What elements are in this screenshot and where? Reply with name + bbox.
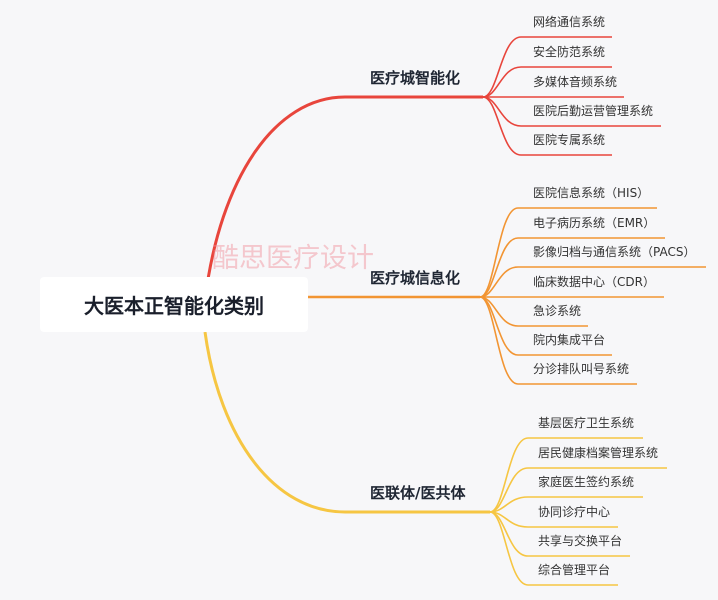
watermark: 酷思医疗设计 (212, 243, 374, 274)
leaf-connector (489, 437, 643, 513)
branch-connector (203, 95, 483, 301)
leaf-connector (482, 66, 612, 98)
root-label: 大医本正智能化类别 (84, 294, 264, 318)
leaf-node[interactable]: 安全防范系统 (533, 45, 606, 59)
leaf-node[interactable]: 影像归档与通信系统（PACS） (533, 245, 696, 259)
leaf-node[interactable]: 医院信息系统（HIS） (533, 186, 650, 200)
leaf-node[interactable]: 分诊排队叫号系统 (533, 362, 630, 376)
root-node[interactable]: 大医本正智能化类别 (40, 277, 308, 332)
leaf-node[interactable]: 急诊系统 (533, 304, 582, 318)
leaf-node[interactable]: 家庭医生签约系统 (538, 475, 635, 489)
leaf-connector (482, 96, 612, 156)
leaf-connector (479, 266, 706, 298)
leaf-node[interactable]: 电子病历系统（EMR） (533, 216, 656, 230)
leaf-node[interactable]: 网络通信系统 (533, 15, 606, 29)
branch-node[interactable]: 医联体/医共体 (370, 484, 466, 502)
branch-connector (203, 331, 490, 514)
leaf-connector (482, 36, 612, 98)
leaf-node[interactable]: 居民健康档案管理系统 (538, 446, 659, 460)
branch-node[interactable]: 医疗城智能化 (370, 69, 461, 87)
leaf-connector (479, 296, 637, 385)
leaf-node[interactable]: 综合管理平台 (538, 563, 611, 577)
leaf-node[interactable]: 共享与交换平台 (538, 534, 623, 548)
leaf-node[interactable]: 多媒体音频系统 (533, 75, 618, 89)
leaf-connector (479, 237, 665, 298)
leaf-connector (489, 511, 618, 586)
leaf-node[interactable]: 医院专属系统 (533, 133, 606, 147)
branch-node[interactable]: 医疗城信息化 (370, 269, 461, 287)
leaf-connector (479, 207, 657, 298)
leaf-node[interactable]: 临床数据中心（CDR） (533, 275, 655, 289)
leaf-node[interactable]: 医院后勤运营管理系统 (533, 104, 654, 118)
leaf-connector (489, 496, 643, 513)
leaf-node[interactable]: 院内集成平台 (533, 333, 606, 347)
leaf-node[interactable]: 协同诊疗中心 (538, 505, 611, 519)
leaf-connector (489, 467, 667, 513)
leaf-node[interactable]: 基层医疗卫生系统 (538, 416, 635, 430)
